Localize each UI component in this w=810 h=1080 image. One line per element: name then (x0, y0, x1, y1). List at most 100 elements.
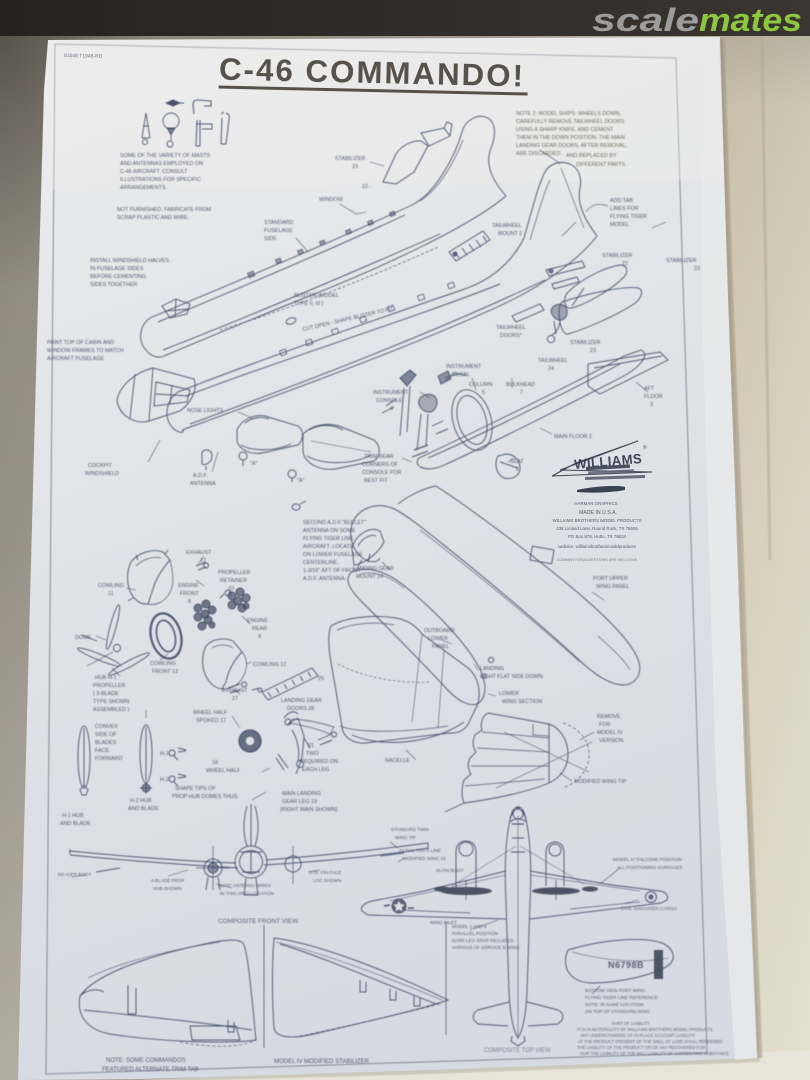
svg-text:PANEL: PANEL (432, 644, 449, 650)
svg-text:ON TOP OF STANDARD WING: ON TOP OF STANDARD WING (585, 1009, 650, 1014)
svg-text:FORWARD: FORWARD (95, 756, 123, 762)
svg-text:REAR: REAR (252, 626, 267, 632)
svg-text:FACE: FACE (95, 748, 109, 754)
svg-text:COWLING 12: COWLING 12 (253, 662, 286, 668)
svg-text:23: 23 (352, 164, 358, 170)
svg-text:LANDING: LANDING (480, 666, 504, 672)
svg-text:IN FUSELAGE SIDES: IN FUSELAGE SIDES (90, 266, 144, 272)
svg-text:SECOND A.D.F."BULLET": SECOND A.D.F."BULLET" (303, 520, 366, 526)
svg-text:PAINT TOP OF CABIN AND: PAINT TOP OF CABIN AND (47, 340, 114, 346)
svg-text:FLYING TIGER LINE REFERENCE: FLYING TIGER LINE REFERENCE (585, 995, 658, 1000)
svg-text:REQUIRED ON: REQUIRED ON (300, 759, 338, 765)
svg-text:THE LIABILITY OF THE PRODUCT O: THE LIABILITY OF THE PRODUCT OR OF ANY R… (577, 1045, 705, 1050)
svg-text:LANDING GEAR: LANDING GEAR (353, 566, 394, 572)
svg-text:6: 6 (516, 467, 519, 473)
svg-text:24: 24 (548, 366, 554, 372)
svg-text:8: 8 (188, 599, 191, 605)
svg-text:REMOVE: REMOVE (597, 714, 621, 720)
svg-text:ILLUSTRATIONS FOR SPECIFIC: ILLUSTRATIONS FOR SPECIFIC (120, 177, 201, 183)
svg-text:CONVEX: CONVEX (95, 724, 118, 730)
svg-text:MODIFIED WING TIP: MODIFIED WING TIP (574, 779, 627, 785)
svg-text:AND BLADE: AND BLADE (128, 806, 159, 812)
svg-text:CIVIL DISGUISED CARGO: CIVIL DISGUISED CARGO (621, 906, 677, 911)
svg-text:EXHAUST: EXHAUST (186, 550, 212, 556)
svg-text:scale: scale (592, 2, 699, 38)
svg-text:MAIN LANDING: MAIN LANDING (282, 791, 321, 797)
svg-text:7: 7 (520, 390, 523, 396)
svg-text:COWLING: COWLING (98, 583, 124, 589)
svg-text:NOSE LIGHTS: NOSE LIGHTS (187, 408, 224, 414)
svg-text:PROP HUB DOMES THUS: PROP HUB DOMES THUS (172, 794, 238, 800)
svg-text:IN FIN BOOT: IN FIN BOOT (436, 868, 464, 873)
svg-text:ARRANGEMENTS.: ARRANGEMENTS. (120, 185, 167, 191)
svg-text:OUTBOARD: OUTBOARD (424, 628, 455, 634)
svg-text:SIDE OF: SIDE OF (95, 732, 117, 738)
svg-text:ARE DISCARDED.: ARE DISCARDED. (516, 151, 562, 157)
svg-text:BEFORE CEMENTING: BEFORE CEMENTING (90, 274, 146, 280)
svg-text:LANDING GEAR: LANDING GEAR (281, 698, 322, 704)
svg-text:USING A SHARP KNIFE, AND CEMEN: USING A SHARP KNIFE, AND CEMENT (516, 127, 614, 133)
svg-text:BLISTER (MODEL: BLISTER (MODEL (294, 293, 339, 299)
svg-text:website: williamsbrothersmodel: website: williamsbrothersmodelproducts (558, 544, 636, 549)
svg-text:AND REPLACED BY: AND REPLACED BY (566, 153, 617, 159)
svg-text:ENGINE: ENGINE (247, 618, 268, 624)
svg-text:COMPOSITE TOP VIEW: COMPOSITE TOP VIEW (484, 1048, 551, 1054)
svg-text:OUR THE LIABILITY OF THE WILL: OUR THE LIABILITY OF THE WILL LIABILITY … (580, 1051, 729, 1056)
svg-text:LOC SHOWN: LOC SHOWN (313, 878, 341, 883)
svg-text:MODIFIED WING 18: MODIFIED WING 18 (403, 856, 446, 861)
svg-text:25: 25 (318, 676, 324, 682)
svg-text:SPOKED 17: SPOKED 17 (196, 718, 226, 724)
svg-text:NOTE: IN SAME LOCATION: NOTE: IN SAME LOCATION (585, 1002, 644, 1007)
svg-text:NOT FURNISHED. FABRICATE FROM: NOT FURNISHED. FABRICATE FROM (117, 207, 212, 213)
svg-text:THEM IN THE DOWN POSITION. TH: THEM IN THE DOWN POSITION. THE MAIN (516, 135, 625, 141)
svg-text:SOME OF THE VARIETY OF MASTS: SOME OF THE VARIETY OF MASTS (120, 153, 211, 159)
svg-text:EACH LEG: EACH LEG (302, 767, 329, 773)
svg-text:23: 23 (694, 266, 700, 272)
svg-text:WING INLET: WING INLET (430, 920, 457, 925)
svg-text:ADD TAB: ADD TAB (610, 198, 633, 204)
svg-text:FUSELAGE: FUSELAGE (264, 228, 293, 234)
svg-text:MODEL IV: MODEL IV (597, 730, 623, 736)
svg-text:A.D.F.: A.D.F. (193, 473, 208, 479)
svg-text:(RIGHT MAIN SHOWN): (RIGHT MAIN SHOWN) (280, 807, 338, 813)
svg-text:WING TIP: WING TIP (395, 835, 416, 840)
svg-text:22: 22 (622, 261, 628, 267)
svg-text:AIRCRAFT FUSELAGE: AIRCRAFT FUSELAGE (47, 356, 105, 362)
svg-text:PO Box 878, Hutto, TX 78634: PO Box 878, Hutto, TX 78634 (568, 534, 627, 539)
svg-text:TYPE II, III ): TYPE II, III ) (294, 301, 324, 307)
svg-text:INSTRUMENT: INSTRUMENT (446, 364, 482, 370)
svg-text:27: 27 (232, 696, 238, 702)
svg-text:AND ANTENNAS EMPLOYED ON: AND ANTENNAS EMPLOYED ON (120, 161, 203, 167)
svg-text:COCKPIT: COCKPIT (88, 463, 113, 469)
svg-text:COLUMN: COLUMN (469, 382, 492, 388)
svg-text:10: 10 (228, 586, 234, 592)
svg-text:WHEEL HALF: WHEEL HALF (193, 710, 228, 716)
svg-text:STD. FIN FACE: STD. FIN FACE (309, 870, 341, 875)
svg-text:FLYING TIGER: FLYING TIGER (610, 214, 647, 220)
svg-text:LIGHT FLAT SIDE DOWN: LIGHT FLAT SIDE DOWN (480, 674, 543, 680)
svg-text:DOORS 28: DOORS 28 (287, 706, 314, 712)
svg-text:STANDARD: STANDARD (264, 220, 293, 226)
svg-text:3: 3 (650, 402, 653, 408)
svg-text:TYPE SHOWN: TYPE SHOWN (93, 699, 129, 705)
svg-text:27: 27 (200, 558, 206, 564)
svg-text:NOTE: SOME COMMANDOS: NOTE: SOME COMMANDOS (106, 1058, 186, 1064)
svg-text:PARALLEL POSITION: PARALLEL POSITION (452, 931, 498, 936)
svg-text:INSTRUMENT: INSTRUMENT (373, 390, 409, 396)
svg-text:GEAR LEG 19: GEAR LEG 19 (282, 799, 317, 805)
svg-text:®: ® (643, 444, 648, 451)
svg-text:TAILWHEEL: TAILWHEEL (496, 325, 526, 331)
svg-text:VARIOUS OF SERVICE B WING: VARIOUS OF SERVICE B WING (452, 945, 520, 950)
svg-text:CAREFULLY REMOVE TAILWHEEL DOO: CAREFULLY REMOVE TAILWHEEL DOORS (516, 119, 625, 125)
svg-text:COMMENTS/SUGGESTIONS ARE WELCO: COMMENTS/SUGGESTIONS ARE WELCOME (557, 558, 638, 562)
svg-text:ON LOWER FUSELAGE: ON LOWER FUSELAGE (303, 552, 363, 558)
svg-text:RETAINER: RETAINER (220, 578, 247, 584)
svg-text:TAILWHEEL: TAILWHEEL (538, 358, 568, 364)
svg-text:DECAL: DECAL (452, 372, 470, 378)
svg-text:TRIM REAR: TRIM REAR (364, 454, 394, 460)
svg-text:CORNERS OF: CORNERS OF (362, 462, 399, 468)
svg-text:( 3-BLADE: ( 3-BLADE (93, 691, 119, 697)
svg-text:H-2 HUB: H-2 HUB (130, 798, 152, 804)
svg-text:PROPELLER: PROPELLER (93, 683, 125, 689)
svg-text:STABILIZER: STABILIZER (570, 340, 601, 346)
